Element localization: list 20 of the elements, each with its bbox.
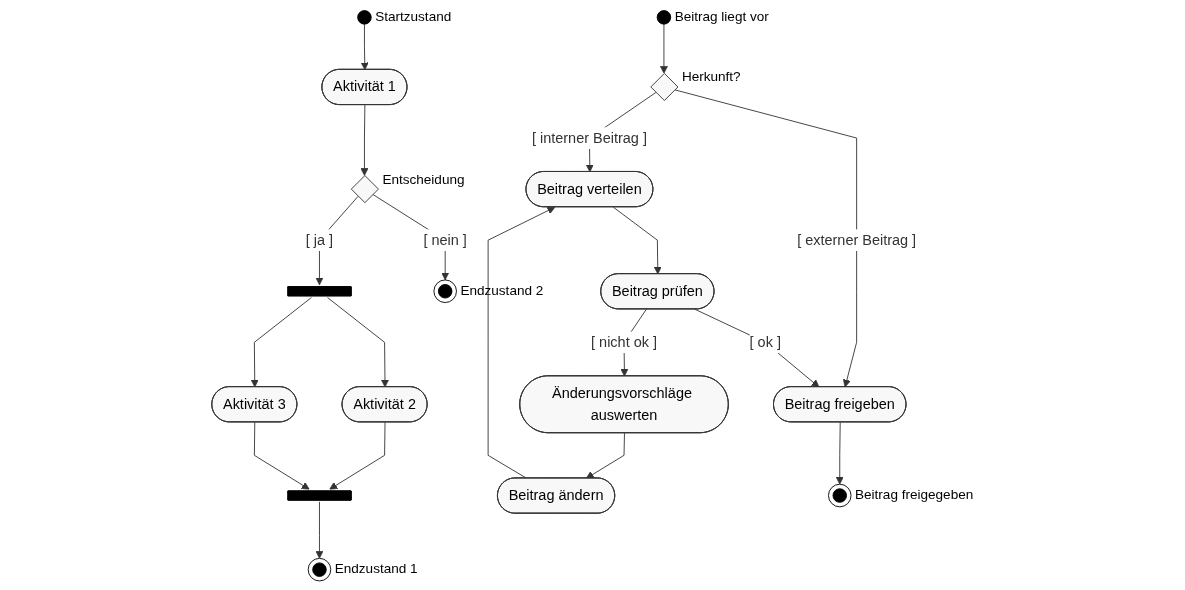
state-label: Beitrag freigegeben bbox=[855, 487, 974, 503]
state-label: Endzustand 1 bbox=[334, 561, 418, 577]
state-label: Entscheidung bbox=[382, 171, 465, 187]
edge-label: [ nicht ok ] bbox=[591, 334, 657, 350]
node-diamond bbox=[350, 175, 379, 204]
node-circle bbox=[357, 10, 372, 25]
state-label: Startzustand bbox=[375, 8, 452, 24]
node-circle bbox=[656, 10, 672, 25]
edge-label: [ ja ] bbox=[305, 232, 334, 248]
state-label: Beitrag liegt vor bbox=[674, 8, 769, 24]
node-bullseye bbox=[828, 483, 852, 508]
edge-label: [ externer Beitrag ] bbox=[797, 232, 917, 248]
node-bullseye bbox=[307, 557, 332, 582]
edge-label: [ interner Beitrag ] bbox=[531, 129, 647, 146]
state-label: Herkunft? bbox=[681, 69, 741, 85]
edge-label: [ ok ] bbox=[749, 334, 781, 350]
state-label: Endzustand 2 bbox=[460, 282, 544, 298]
edge-label: [ nein ] bbox=[423, 232, 467, 248]
node-bullseye bbox=[433, 279, 457, 303]
node-diamond bbox=[650, 72, 679, 101]
